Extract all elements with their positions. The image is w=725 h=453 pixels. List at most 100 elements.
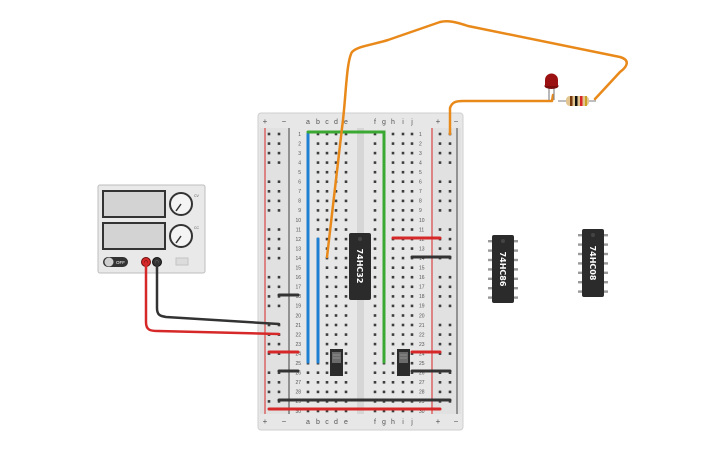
breadboard-hole[interactable] <box>448 151 452 155</box>
breadboard-hole[interactable] <box>306 390 310 394</box>
breadboard-hole[interactable] <box>410 381 414 384</box>
breadboard-hole[interactable] <box>334 323 338 327</box>
breadboard-hole[interactable] <box>344 180 348 183</box>
breadboard-hole[interactable] <box>373 180 377 183</box>
breadboard-hole[interactable] <box>410 180 414 183</box>
breadboard-hole[interactable] <box>344 342 348 346</box>
breadboard-hole[interactable] <box>438 228 442 231</box>
breadboard-hole[interactable] <box>401 390 405 394</box>
breadboard-hole[interactable] <box>334 142 338 145</box>
breadboard-hole[interactable] <box>373 237 377 241</box>
breadboard-hole[interactable] <box>391 228 395 231</box>
breadboard-hole[interactable] <box>448 304 452 308</box>
breadboard-hole[interactable] <box>277 190 281 193</box>
breadboard-hole[interactable] <box>373 256 377 260</box>
breadboard-hole[interactable] <box>401 295 405 298</box>
breadboard-hole[interactable] <box>410 314 414 317</box>
breadboard-hole[interactable] <box>344 237 348 241</box>
breadboard-hole[interactable] <box>391 295 395 298</box>
breadboard-hole[interactable] <box>325 381 329 384</box>
breadboard-hole[interactable] <box>438 323 442 327</box>
breadboard-hole[interactable] <box>391 266 395 269</box>
breadboard-hole[interactable] <box>277 371 281 374</box>
breadboard-hole[interactable] <box>391 190 395 193</box>
breadboard-hole[interactable] <box>382 409 386 413</box>
breadboard-hole[interactable] <box>448 295 452 298</box>
breadboard-hole[interactable] <box>344 333 348 336</box>
breadboard-hole[interactable] <box>373 151 377 155</box>
breadboard-hole[interactable] <box>448 371 452 374</box>
breadboard-hole[interactable] <box>410 132 414 136</box>
breadboard-hole[interactable] <box>391 304 395 308</box>
breadboard-hole[interactable] <box>401 209 405 212</box>
breadboard-hole[interactable] <box>277 161 281 164</box>
breadboard-hole[interactable] <box>391 170 395 174</box>
breadboard-hole[interactable] <box>401 266 405 269</box>
breadboard-hole[interactable] <box>373 142 377 145</box>
breadboard-hole[interactable] <box>373 190 377 193</box>
breadboard-hole[interactable] <box>401 314 405 317</box>
breadboard-hole[interactable] <box>391 132 395 136</box>
breadboard-hole[interactable] <box>382 371 386 374</box>
breadboard-hole[interactable] <box>373 361 377 365</box>
breadboard-hole[interactable] <box>325 314 329 317</box>
breadboard-hole[interactable] <box>325 170 329 174</box>
breadboard-hole[interactable] <box>373 390 377 394</box>
breadboard-hole[interactable] <box>410 151 414 155</box>
breadboard-hole[interactable] <box>334 228 338 231</box>
breadboard-hole[interactable] <box>316 371 320 374</box>
breadboard-hole[interactable] <box>277 237 281 241</box>
breadboard-hole[interactable] <box>448 381 452 384</box>
breadboard-hole[interactable] <box>373 199 377 203</box>
breadboard-hole[interactable] <box>267 256 271 260</box>
breadboard-hole[interactable] <box>391 275 395 279</box>
breadboard-hole[interactable] <box>373 209 377 212</box>
breadboard-hole[interactable] <box>401 333 405 336</box>
breadboard-hole[interactable] <box>277 390 281 394</box>
breadboard-hole[interactable] <box>438 161 442 164</box>
breadboard-hole[interactable] <box>410 170 414 174</box>
breadboard-hole[interactable] <box>267 352 271 355</box>
breadboard-hole[interactable] <box>410 161 414 164</box>
breadboard-hole[interactable] <box>391 218 395 222</box>
breadboard-hole[interactable] <box>325 352 329 355</box>
breadboard-hole[interactable] <box>325 390 329 394</box>
breadboard-hole[interactable] <box>373 381 377 384</box>
breadboard-hole[interactable] <box>277 381 281 384</box>
breadboard-hole[interactable] <box>373 161 377 164</box>
breadboard-hole[interactable] <box>334 247 338 250</box>
breadboard-hole[interactable] <box>373 218 377 222</box>
breadboard-hole[interactable] <box>344 209 348 212</box>
breadboard-hole[interactable] <box>316 218 320 222</box>
breadboard-hole[interactable] <box>316 170 320 174</box>
breadboard-hole[interactable] <box>277 180 281 183</box>
breadboard-hole[interactable] <box>325 285 329 289</box>
breadboard-hole[interactable] <box>344 304 348 308</box>
breadboard-hole[interactable] <box>438 390 442 394</box>
breadboard-hole[interactable] <box>344 218 348 222</box>
breadboard-hole[interactable] <box>391 199 395 203</box>
breadboard-hole[interactable] <box>316 161 320 164</box>
power-supply-knob-current[interactable] <box>169 224 193 248</box>
breadboard-hole[interactable] <box>382 390 386 394</box>
resistor[interactable] <box>558 96 596 106</box>
breadboard-hole[interactable] <box>410 371 414 374</box>
breadboard-hole[interactable] <box>410 247 414 250</box>
breadboard-hole[interactable] <box>391 256 395 260</box>
breadboard-hole[interactable] <box>448 247 452 250</box>
breadboard-hole[interactable] <box>373 342 377 346</box>
breadboard-hole[interactable] <box>325 132 329 136</box>
breadboard-hole[interactable] <box>410 209 414 212</box>
breadboard-hole[interactable] <box>373 323 377 327</box>
breadboard-hole[interactable] <box>401 342 405 346</box>
breadboard-hole[interactable] <box>401 132 405 136</box>
breadboard-hole[interactable] <box>277 151 281 155</box>
breadboard-hole[interactable] <box>373 247 377 250</box>
breadboard-hole[interactable] <box>401 199 405 203</box>
breadboard-hole[interactable] <box>448 275 452 279</box>
breadboard-hole[interactable] <box>325 409 329 413</box>
breadboard-hole[interactable] <box>438 295 442 298</box>
breadboard-hole[interactable] <box>344 371 348 374</box>
breadboard-hole[interactable] <box>267 390 271 394</box>
breadboard-hole[interactable] <box>373 170 377 174</box>
